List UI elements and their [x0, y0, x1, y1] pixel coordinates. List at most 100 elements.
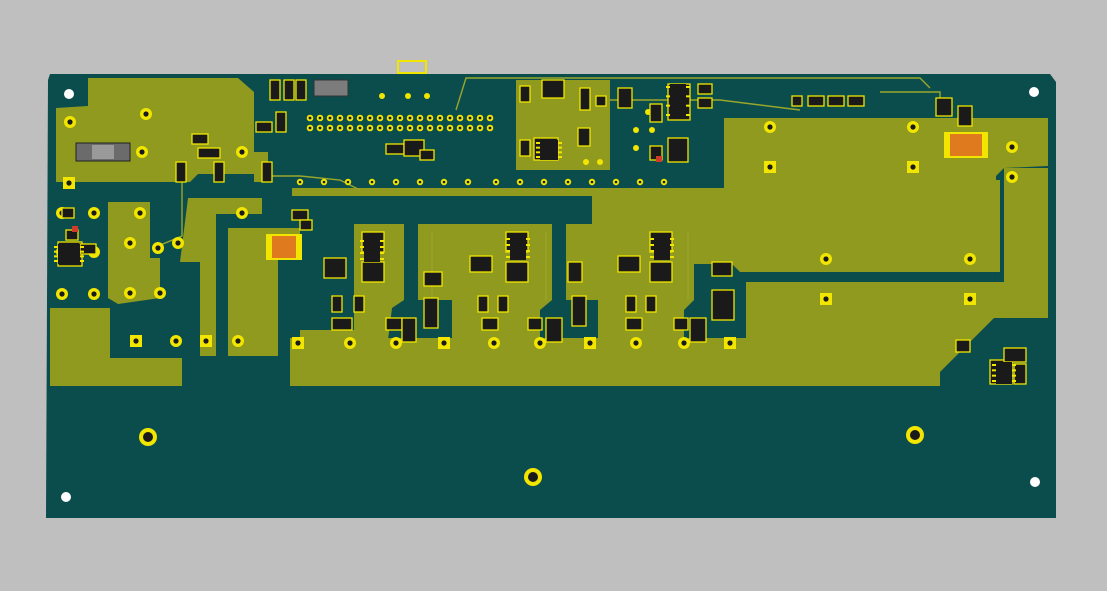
copper-pour-left-mid: [108, 202, 160, 304]
ic-pin: [506, 250, 510, 252]
tht-pad-hole: [967, 296, 973, 302]
tht-pad-hole: [823, 256, 829, 262]
ic-pin: [650, 244, 654, 246]
ic-pin: [526, 244, 530, 246]
tht-pad-hole: [127, 290, 133, 296]
via-icon: [379, 93, 385, 99]
smd-component-icon: [255, 121, 273, 133]
ic-pin: [670, 238, 674, 240]
smd-large-capacitor-right-body: [950, 134, 982, 156]
smd-component-icon: [269, 79, 281, 101]
via-hole: [662, 180, 666, 184]
smd-component-icon: [361, 261, 385, 283]
ic-package-icon: [540, 140, 558, 160]
via-hole: [542, 180, 546, 184]
smd-component-icon: [617, 255, 641, 273]
copper-pour-center-block: [228, 228, 300, 356]
ic-pin: [558, 156, 562, 158]
via-hole: [590, 180, 594, 184]
tht-pad-hole: [767, 164, 773, 170]
smd-component-icon: [331, 317, 353, 331]
tht-pad-hole: [528, 472, 538, 482]
ic-pin: [54, 260, 58, 262]
smd-component-icon: [497, 295, 509, 313]
copper-pour-left-lower: [50, 308, 182, 386]
tht-pad-hole: [173, 338, 179, 344]
pin-header-hole: [338, 116, 342, 120]
smd-component-icon: [213, 161, 225, 183]
smd-component-icon: [625, 295, 637, 313]
via-icon: [633, 145, 639, 151]
smd-component-icon: [61, 207, 75, 219]
pin-header-hole: [318, 126, 322, 130]
smd-component-icon: [711, 261, 733, 277]
ic-pin: [360, 258, 364, 260]
via-hole: [418, 180, 422, 184]
ic-pin: [360, 240, 364, 242]
smd-component-icon: [261, 161, 273, 183]
smd-component-icon: [191, 133, 209, 145]
smd-component-icon: [577, 127, 591, 147]
smd-component-icon: [385, 317, 403, 331]
mounting-holes: [61, 87, 1040, 502]
pin-header-hole: [438, 116, 442, 120]
led-indicator-icon: [656, 156, 662, 162]
ic-pin: [54, 246, 58, 248]
smd-component-icon: [645, 295, 657, 313]
tht-pad-hole: [155, 245, 161, 251]
smd-component-icon: [275, 111, 287, 133]
ic-pin: [506, 238, 510, 240]
pin-header-hole: [368, 126, 372, 130]
pin-header-hole: [398, 126, 402, 130]
tht-pad-hole: [347, 340, 353, 346]
ic-pin: [666, 95, 670, 98]
tht-pad-hole: [235, 338, 241, 344]
pin-header-hole: [468, 116, 472, 120]
tht-pad-hole: [67, 119, 73, 125]
smd-component-icon: [423, 271, 443, 287]
tht-pad-hole: [66, 180, 72, 186]
via-icon: [597, 159, 603, 165]
ic-pin: [1012, 374, 1016, 377]
ic-pin: [80, 260, 84, 262]
smd-component-icon: [295, 79, 307, 101]
header-pins-top: [397, 60, 427, 74]
smd-component-icon: [527, 317, 543, 331]
via-icon: [583, 159, 589, 165]
ic-pin: [536, 146, 540, 149]
pin-header-hole: [468, 126, 472, 130]
ic-pin: [992, 380, 996, 382]
mount-hole-icon: [61, 492, 71, 502]
smd-component-icon: [847, 95, 865, 107]
pin-header-hole: [488, 116, 492, 120]
via-hole: [394, 180, 398, 184]
tht-pad-hole: [910, 124, 916, 130]
ic-pin: [506, 256, 510, 258]
smd-component-icon: [935, 97, 953, 117]
pin-header-hole: [388, 116, 392, 120]
pin-header-hole: [448, 116, 452, 120]
ic-pin: [1012, 380, 1016, 382]
mount-hole-icon: [1030, 477, 1040, 487]
via-hole: [638, 180, 642, 184]
ic-pin: [670, 244, 674, 246]
pin-header-hole: [418, 126, 422, 130]
pin-header-hole: [378, 126, 382, 130]
via-hole: [494, 180, 498, 184]
copper-pour-left-center: [180, 198, 262, 356]
pin-header-hole: [428, 126, 432, 130]
smd-component-icon: [667, 137, 689, 163]
smd-component-icon: [175, 161, 187, 183]
smd-component-icon: [505, 261, 529, 283]
tht-pad-hole: [175, 240, 181, 246]
ic-pin: [380, 258, 384, 260]
smd-component-icon: [697, 83, 713, 95]
smd-component-icon: [545, 317, 563, 343]
copper-pour-right-lower: [290, 168, 1048, 386]
tht-pad-hole: [239, 149, 245, 155]
smd-component-icon: [1013, 363, 1027, 385]
ic-pin: [380, 240, 384, 242]
ic-pin: [992, 364, 996, 366]
pin-header-hole: [348, 116, 352, 120]
